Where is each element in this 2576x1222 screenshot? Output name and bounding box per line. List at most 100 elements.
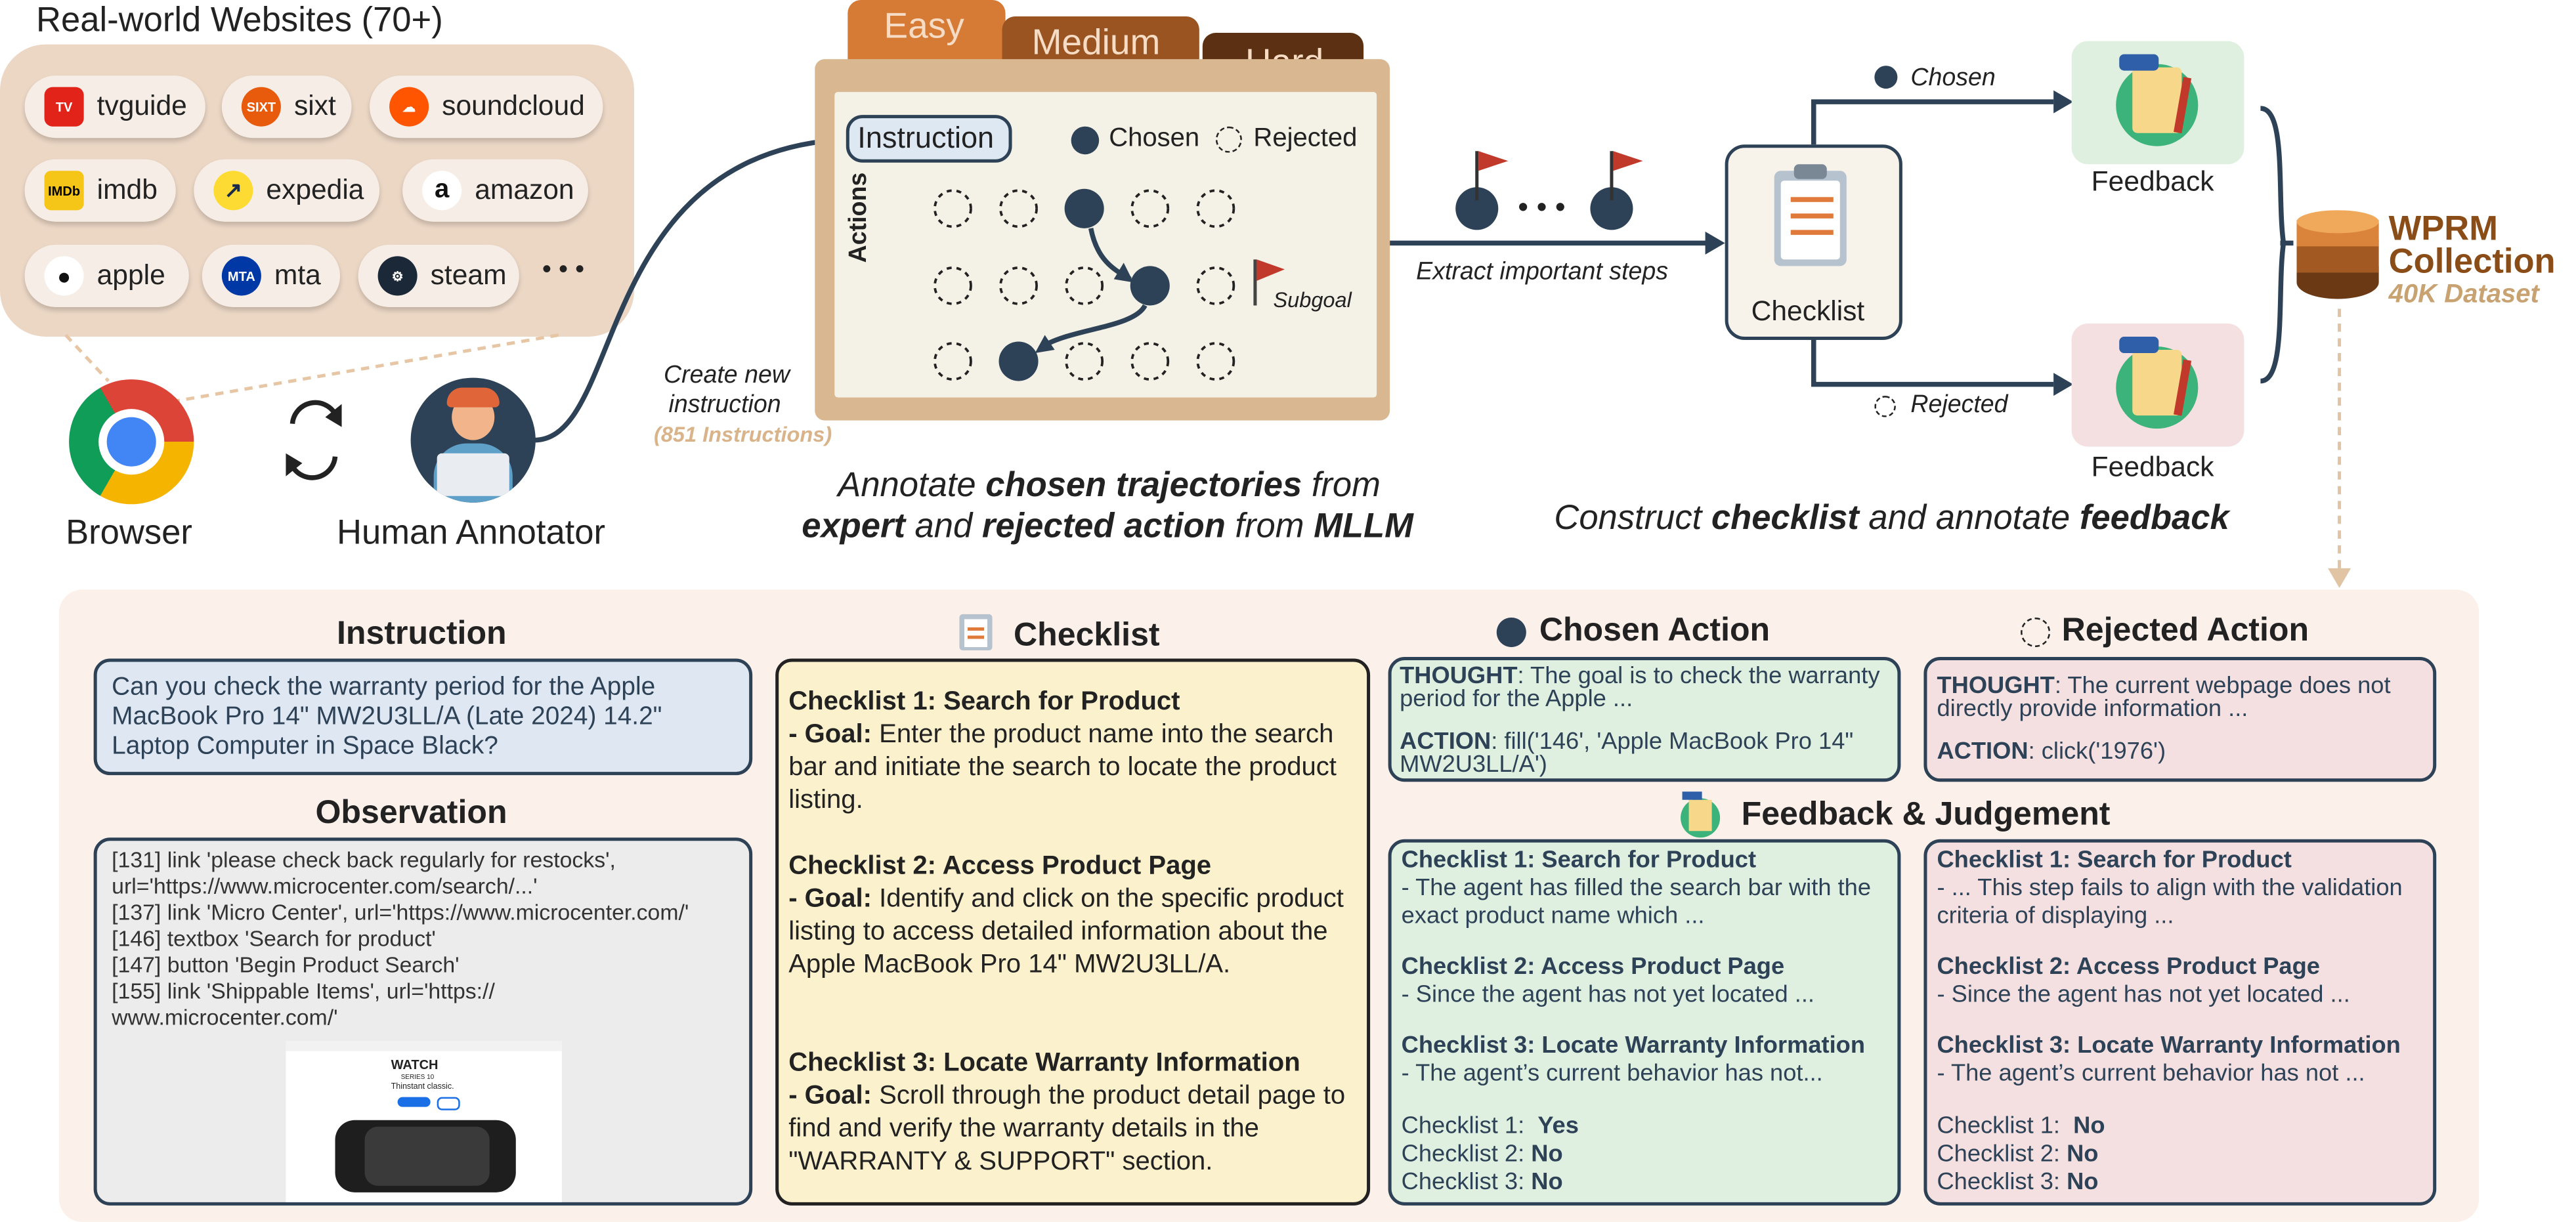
step-ellipsis: • • • xyxy=(1518,190,1566,224)
feedback-rejected-box xyxy=(1923,839,2437,1206)
judgement-row: Checklist 1: Yes xyxy=(1401,1113,1579,1140)
step-marker-1 xyxy=(1455,151,1509,230)
step-marker-2 xyxy=(1590,151,1643,230)
site-label: steam xyxy=(430,259,507,291)
feedback-section-title: Feedback & Judgement xyxy=(1741,796,2111,833)
more-sites-ellipsis: • • • xyxy=(542,256,585,284)
rejected-branch-label: Rejected xyxy=(1910,390,2008,419)
wprm-dataset-size: 40K Dataset xyxy=(2388,280,2539,309)
checklist-item-1: Checklist 1: Search for Product - Goal: … xyxy=(788,686,1360,818)
site-tvguide: TV tvguide xyxy=(24,75,205,138)
fb-item-title: Checklist 1: Search for Product xyxy=(1401,847,1757,874)
instruction-chip xyxy=(846,115,1012,163)
goal-text: Identify and click on the specific produ… xyxy=(788,885,1344,979)
rejected-legend-dot xyxy=(1215,126,1242,153)
feedback-section-icon xyxy=(1681,791,1723,838)
chosen-legend-label: Chosen xyxy=(1109,125,1200,153)
chosen-action-title: Chosen Action xyxy=(1539,612,1771,649)
soundcloud-icon: ☁ xyxy=(389,87,429,127)
construct-caption: Construct checklist and annotate feedbac… xyxy=(1554,499,2229,539)
watch-series: SERIES 10 xyxy=(400,1072,435,1081)
checklist-item-title: Checklist 3: Locate Warranty Information xyxy=(788,1049,1300,1078)
observation-line: [147] button 'Begin Product Search' xyxy=(112,952,460,977)
instruction-count: (851 Instructions) xyxy=(653,422,832,447)
fb-item-title: Checklist 2: Access Product Page xyxy=(1937,954,2320,980)
judgement-row: Checklist 3: No xyxy=(1937,1169,2099,1196)
checklist-section-icon xyxy=(959,611,993,650)
goal-text: Enter the product name into the search b… xyxy=(788,721,1337,815)
thought-text: : The goal is to check the warranty peri… xyxy=(1400,664,1880,713)
observation-line: [137] link 'Micro Center', url='https://… xyxy=(112,900,689,925)
watch-title: WATCH xyxy=(391,1057,439,1073)
chrome-icon xyxy=(69,379,194,505)
site-label: expedia xyxy=(266,174,364,205)
caption-part: chosen trajectories xyxy=(985,466,1302,505)
caption-part: from xyxy=(1302,466,1381,505)
site-sixt: SIXT sixt xyxy=(221,75,352,138)
caption-part: checklist xyxy=(1711,499,1859,537)
feedback-chosen-label: Feedback xyxy=(2091,165,2214,198)
wprm-collection: Collection xyxy=(2388,243,2556,281)
annotate-caption-line2: expert and rejected action from MLLM xyxy=(802,507,1413,547)
caption-part: from xyxy=(1225,507,1314,545)
database-icon xyxy=(2296,210,2379,302)
caption-part: feedback xyxy=(2079,499,2229,537)
chosen-legend-dot xyxy=(1071,126,1100,155)
fb-item-text: - Since the agent has not yet located ..… xyxy=(1937,982,2350,1009)
tab-easy-label: Easy xyxy=(884,5,964,47)
goal-label: - Goal: xyxy=(788,1082,872,1110)
site-apple: ● apple xyxy=(24,244,189,307)
judgement-row: Checklist 2: No xyxy=(1401,1141,1563,1168)
observation-section-title: Observation xyxy=(315,795,507,832)
site-label: amazon xyxy=(475,174,574,205)
checklist-clipboard-icon xyxy=(1768,161,1853,269)
webpage-screenshot: WATCH SERIES 10 Thinstant classic. xyxy=(286,1041,562,1202)
site-imdb: IMDb imdb xyxy=(24,159,176,222)
site-mta: MTA mta xyxy=(202,244,341,307)
rejected-action-box xyxy=(1923,657,2437,782)
mta-icon: MTA xyxy=(221,256,261,296)
feedback-rejected-text: Checklist 1: Search for Product - ... Th… xyxy=(1937,847,2430,1197)
fb-item-text: - The agent’s current behavior has not..… xyxy=(1401,1061,1823,1087)
sixt-icon: SIXT xyxy=(241,87,281,127)
fb-item-text: - The agent’s current behavior has not .… xyxy=(1937,1061,2365,1087)
caption-part: rejected action xyxy=(981,507,1226,545)
site-soundcloud: ☁ soundcloud xyxy=(370,75,603,138)
caption-part: and annotate xyxy=(1858,499,2080,537)
goal-label: - Goal: xyxy=(788,721,872,749)
site-expedia: ↗ expedia xyxy=(194,159,380,222)
chosen-action-dot xyxy=(1496,617,1526,647)
apple-icon: ● xyxy=(44,256,84,296)
fb-item: Checklist 2: Access Product Page - Since… xyxy=(1937,954,2430,1033)
watch-tagline: Thinstant classic. xyxy=(391,1082,454,1093)
chosen-action-box xyxy=(1388,657,1901,782)
fb-item: Checklist 3: Locate Warranty Information… xyxy=(1402,1033,1895,1114)
fb-item: Checklist 2: Access Product Page - Since… xyxy=(1402,954,1895,1033)
judgement-row: Checklist 1: No xyxy=(1937,1113,2105,1140)
steam-icon: ⚙ xyxy=(377,256,418,296)
judgement-row: Checklist 2: No xyxy=(1937,1141,2099,1168)
observation-line: [146] textbox 'Search for product' xyxy=(112,926,436,951)
feedback-rejected-label: Feedback xyxy=(2091,452,2214,483)
feedback-rejected-icon xyxy=(2116,337,2201,429)
caption-part: expert xyxy=(802,507,905,545)
thought-label: THOUGHT xyxy=(1400,664,1518,690)
caption-part: MLLM xyxy=(1314,507,1413,545)
thought-text: : The current webpage does not directly … xyxy=(1937,673,2391,723)
wprm-title: WPRM xyxy=(2388,210,2499,248)
annotator-label: Human Annotator xyxy=(337,514,606,552)
judgement-row: Checklist 3: No xyxy=(1401,1169,1563,1196)
annotate-caption-line1: Annotate chosen trajectories from xyxy=(838,467,1381,506)
fb-item: Checklist 1: Search for Product - ... Th… xyxy=(1937,847,2430,954)
caption-part: Annotate xyxy=(838,466,986,505)
expedia-icon: ↗ xyxy=(213,171,253,211)
feedback-chosen-icon xyxy=(2116,54,2201,146)
human-annotator-icon xyxy=(410,377,536,503)
feedback-chosen-text: Checklist 1: Search for Product - The ag… xyxy=(1402,847,1895,1197)
fb-item-text: - ... This step fails to align with the … xyxy=(1937,875,2403,930)
rejected-branch-dot xyxy=(1874,396,1896,417)
fb-item-text: - Since the agent has not yet located ..… xyxy=(1401,982,1815,1009)
fb-item: Checklist 3: Locate Warranty Information… xyxy=(1937,1033,2430,1114)
feedback-chosen-box xyxy=(1388,839,1901,1206)
caption-part: Construct xyxy=(1554,499,1711,537)
